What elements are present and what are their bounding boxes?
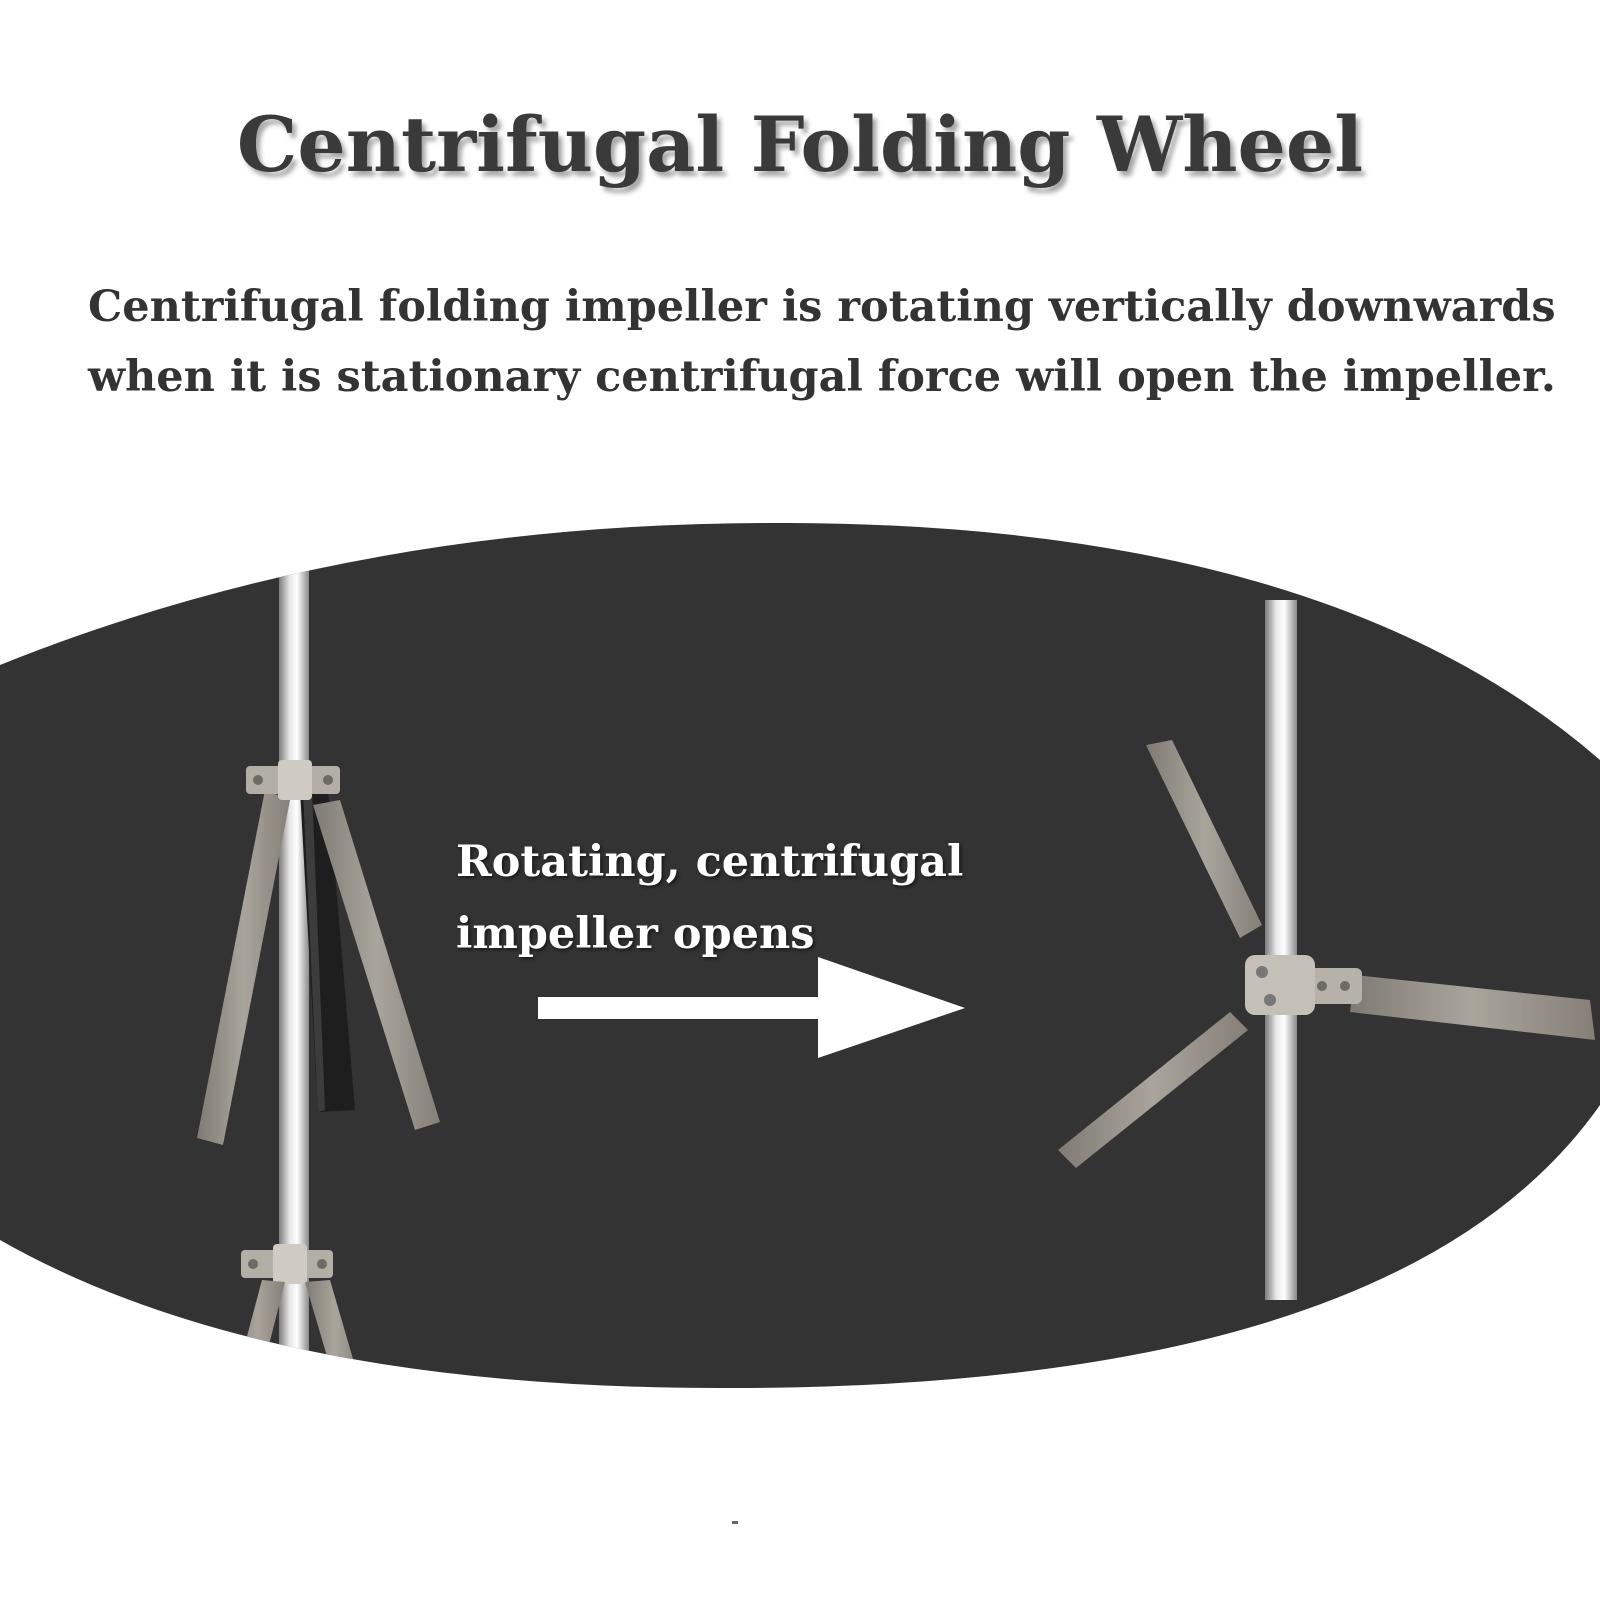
opened-impeller-icon	[1058, 600, 1595, 1300]
description-line-2: when it is stationary centrifugal force …	[88, 352, 1556, 402]
divider-mark	[732, 1521, 738, 1524]
folded-impeller-icon	[197, 560, 440, 1389]
diagram-caption: Rotating, centrifugal impeller opens	[456, 826, 963, 970]
caption-line-2: impeller opens	[456, 909, 815, 959]
dark-oval-background	[0, 522, 1600, 1389]
caption-line-1: Rotating, centrifugal	[456, 837, 964, 887]
description: Centrifugal folding impeller is rotating…	[88, 272, 1558, 412]
description-line-1: Centrifugal folding impeller is rotating…	[88, 282, 1556, 332]
right-arrow-icon	[538, 957, 965, 1058]
page-title: Centrifugal Folding Wheel	[236, 100, 1364, 189]
